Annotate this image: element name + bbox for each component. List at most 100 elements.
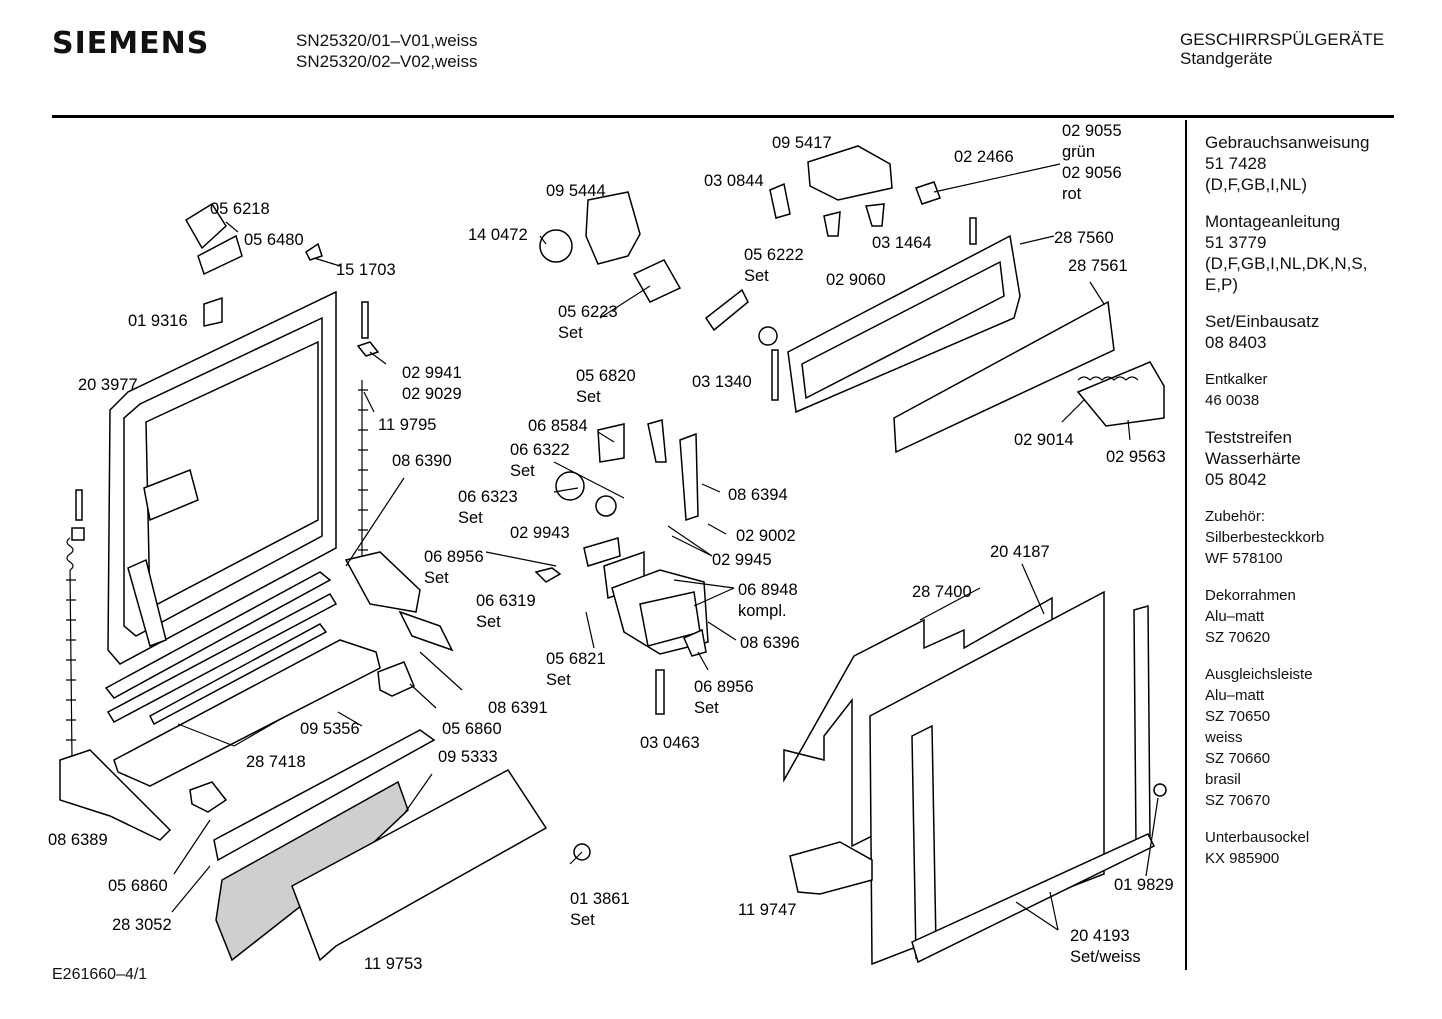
sidebar-line: 51 3779 — [1205, 233, 1267, 252]
part-label: 03 0844 — [704, 172, 764, 190]
exploded-parts-diagram: 05 6218 05 6480 15 1703 01 9316 20 3977 … — [48, 122, 1174, 973]
part-label: Set — [694, 699, 719, 717]
part-label: 06 8584 — [528, 417, 588, 435]
terminal-block — [704, 145, 941, 401]
sidebar-line: Wasserhärte — [1205, 449, 1301, 468]
sidebar-line: SZ 70650 — [1205, 708, 1271, 725]
part-label: 20 4193 — [1070, 927, 1130, 945]
part-label: 03 0463 — [640, 734, 700, 752]
part-label: 05 6860 — [442, 720, 502, 738]
sidebar-line: Dekorrahmen — [1205, 587, 1296, 604]
sidebar-line: 05 8042 — [1205, 470, 1267, 489]
door-strips — [104, 202, 591, 962]
part-labels: 05 6218 05 6480 15 1703 01 9316 20 3977 … — [48, 122, 1174, 973]
part-label: 01 9829 — [1114, 876, 1174, 894]
part-label: 05 6820 — [576, 367, 636, 385]
part-label: 02 9563 — [1106, 448, 1166, 466]
category-title: GESCHIRRSPÜLGERÄTE — [1180, 30, 1385, 49]
part-label: 28 3052 — [112, 916, 172, 934]
part-label: 05 6222 — [744, 246, 804, 264]
part-label: 15 1703 — [336, 261, 396, 279]
sidebar-line: Montageanleitung — [1205, 212, 1341, 231]
category-subtitle: Standgeräte — [1180, 49, 1273, 68]
sidebar-line: Unterbausockel — [1205, 829, 1310, 846]
model-list: SN25320/01–V01,weiss SN25320/02–V02,weis… — [296, 30, 477, 72]
part-label: 28 7561 — [1068, 257, 1128, 275]
outer-panels — [783, 590, 1167, 966]
part-label: 02 9945 — [712, 551, 772, 569]
part-label: 06 8956 — [694, 678, 754, 696]
part-label: 02 9029 — [402, 385, 462, 403]
control-panel-fascia — [787, 217, 1165, 454]
part-label: 02 9060 — [826, 271, 886, 289]
sidebar-line: SZ 70660 — [1205, 750, 1271, 767]
drawing-id: E261660–4/1 — [52, 966, 148, 983]
part-label: kompl. — [738, 602, 787, 620]
part-label: 05 6480 — [244, 231, 304, 249]
sidebar-divider — [1185, 120, 1187, 970]
part-label: 03 1340 — [692, 373, 752, 391]
sidebar-line: 08 8403 — [1205, 333, 1267, 352]
part-label: 08 6396 — [740, 634, 800, 652]
part-label: Set — [546, 671, 571, 689]
part-label: 01 9316 — [128, 312, 188, 330]
part-label: 09 5444 — [546, 182, 606, 200]
part-label: grün — [1062, 143, 1095, 161]
sidebar-line: E,P) — [1205, 275, 1239, 294]
part-label: Set — [576, 388, 601, 406]
part-label: 02 9055 — [1062, 122, 1122, 140]
sidebar-line: Silberbesteckkorb — [1205, 529, 1325, 546]
part-label: Set — [510, 462, 535, 480]
part-label: 06 6322 — [510, 441, 570, 459]
brand-logo: SIEMENS — [52, 26, 210, 61]
part-label: 05 6860 — [108, 877, 168, 895]
leader-lines — [171, 163, 1159, 931]
part-label: 11 9747 — [738, 901, 796, 919]
part-label: Set — [558, 324, 583, 342]
part-label: 11 9795 — [378, 416, 436, 434]
part-label: Set — [744, 267, 769, 285]
part-label: 05 6218 — [210, 200, 270, 218]
sidebar-line: weiss — [1205, 729, 1243, 746]
part-label: 02 9943 — [510, 524, 570, 542]
sidebar-line: (D,F,GB,I,NL,DK,N,S, — [1205, 254, 1368, 273]
sidebar-line: Gebrauchsanweisung — [1205, 133, 1370, 152]
sidebar-group: Montageanleitung 51 3779 (D,F,GB,I,NL,DK,N… — [1205, 211, 1430, 295]
part-label: 01 3861 — [570, 890, 630, 908]
part-label: 03 1464 — [872, 234, 932, 252]
part-label: 05 6821 — [546, 650, 606, 668]
part-label: 06 6319 — [476, 592, 536, 610]
sidebar-line: Entkalker — [1205, 371, 1268, 388]
door-hinge-spring-left — [59, 489, 172, 841]
part-label: 02 2466 — [954, 148, 1014, 166]
sidebar-line: brasil — [1205, 771, 1241, 788]
part-label: 08 6389 — [48, 831, 108, 849]
part-label: 20 3977 — [78, 376, 138, 394]
header-divider — [52, 115, 1394, 118]
part-label: 09 5333 — [438, 748, 498, 766]
category-block: GESCHIRRSPÜLGERÄTE Standgeräte — [1180, 30, 1384, 68]
part-label: 06 8956 — [424, 548, 484, 566]
part-label: Set — [458, 509, 483, 527]
part-label: 09 5417 — [772, 134, 832, 152]
part-label: 02 9002 — [736, 527, 796, 545]
door-inner-panel — [107, 290, 337, 665]
sidebar-line: Zubehör: — [1205, 508, 1266, 525]
part-label: Set — [570, 911, 595, 929]
timer-module — [539, 191, 682, 303]
part-label: Set — [476, 613, 501, 631]
part-label: 09 5356 — [300, 720, 360, 738]
part-label: 02 9014 — [1014, 431, 1074, 449]
model-line-2: SN25320/02–V02,weiss — [296, 52, 478, 71]
part-label: 11 9753 — [364, 955, 422, 973]
sidebar-line: Ausgleichsleiste — [1205, 666, 1313, 683]
part-label: 02 9056 — [1062, 164, 1122, 182]
detergent-dispenser — [534, 419, 709, 715]
part-label: 28 7400 — [912, 583, 972, 601]
